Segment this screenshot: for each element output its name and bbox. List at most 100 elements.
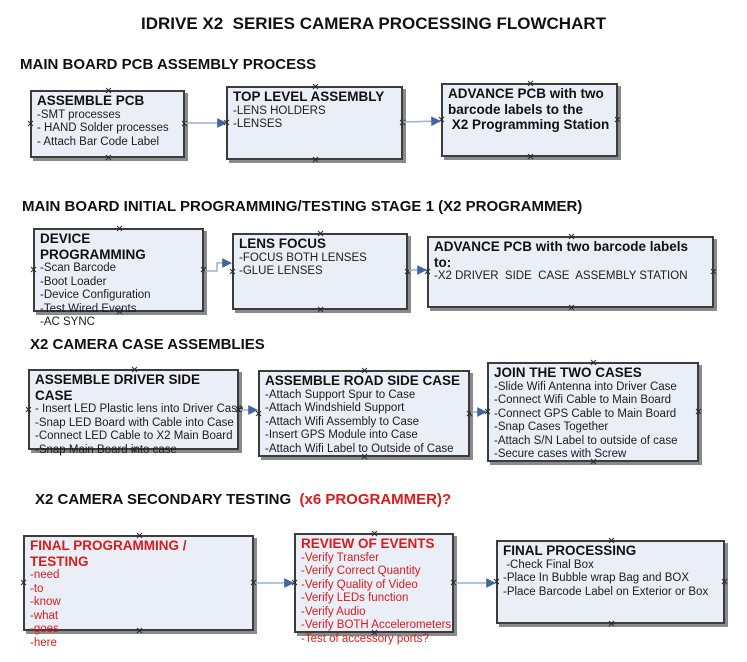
connection-x-icon [484,408,491,415]
connection-x-icon [255,410,262,417]
section-heading-case-assemblies: X2 CAMERA CASE ASSEMBLIES [30,336,265,353]
flow-box-top-level-assembly: TOP LEVEL ASSEMBLY -LENS HOLDERS -LENSES [226,86,403,160]
connection-x-icon [608,620,615,627]
connection-x-icon [710,268,717,275]
box-item: -need [30,569,60,581]
box-item: -Secure cases with Screw [494,448,627,460]
flow-box-join-the-two-cases: JOIN THE TWO CASES -Slide Wifi Antenna i… [487,362,699,462]
flow-arrow [402,116,441,127]
box-item: -Slide Wifi Antenna into Driver Case [494,380,677,393]
box-title: REVIEW OF EVENTS [301,536,435,551]
box-title: FINAL PROGRAMMING / TESTING [30,538,191,569]
box-item: -LENSES [233,118,283,130]
box-item: -goes [30,623,59,635]
box-item: -Attach S/N Label to outside of case [494,434,678,447]
box-item: -Attach Wifi Assembly to Case [265,415,420,428]
flow-box-advance-pcb-case-assembly: ADVANCE PCB with two barcode labels to: … [427,236,714,308]
box-item: -know [30,596,61,608]
box-item: -AC SYNC [40,316,95,328]
connection-x-icon [493,578,500,585]
connection-x-icon [399,119,406,126]
box-title: ADVANCE PCB with two barcode labels to t… [448,86,610,132]
connection-x-icon [527,153,534,160]
box-item: -Place In Bubble wrap Bag and BOX [503,572,690,584]
box-title: ASSEMBLE DRIVER SIDE CASE [35,372,204,403]
box-item: -Verify Correct Quantity [301,565,421,577]
box-item: -Attach Support Spur to Case [265,388,416,401]
box-item: -Check Final Box [503,558,594,571]
connection-x-icon [105,154,112,161]
flow-box-device-programming: DEVICE PROGRAMMING -Scan Barcode -Boot L… [30,228,207,328]
box-item: - Insert LED Plastic lens into Driver Ca… [35,403,244,415]
box-item: -GLUE LENSES [239,265,323,277]
flow-box-advance-pcb-programming-station: ADVANCE PCB with two barcode labels to t… [441,83,618,157]
box-item: -Test of accessory ports? [301,632,429,645]
box-item: -Place Barcode Label on Exterior or Box [503,585,709,598]
box-item: -Connect Wifi Cable to Main Board [494,394,672,406]
connection-x-icon [229,268,236,275]
box-item: -Verify LEDs function [301,592,409,604]
box-title: LENS FOCUS [239,236,327,251]
connection-x-icon [223,119,230,126]
box-item: -Test Wired Events [40,302,137,315]
flow-box-review-of-events: REVIEW OF EVENTS -Verify Transfer -Verif… [291,533,457,645]
connection-x-icon [181,120,188,127]
connection-x-icon [424,268,431,275]
box-title: ASSEMBLE PCB [37,93,145,108]
connection-x-icon [317,306,324,313]
section-heading-pcb-assembly: MAIN BOARD PCB ASSEMBLY PROCESS [20,56,317,73]
section-heading-secondary-testing: X2 CAMERA SECONDARY TESTING (x6 PROGRAMM… [35,491,451,508]
box-item: -what [30,609,59,622]
flow-box-assemble-driver-side-case: ASSEMBLE DRIVER SIDE CASE - Insert LED P… [25,369,244,456]
box-item: -Attach Windshield Support [265,402,405,414]
box-item: -Connect GPS Cable to Main Board [494,407,677,420]
box-item: -Verify Audio [301,605,366,618]
section-heading-black-part: X2 CAMERA SECONDARY TESTING [35,491,292,508]
box-item: -Device Configuration [40,289,151,301]
box-item: - HAND Solder processes [37,122,169,134]
connection-x-icon [27,120,34,127]
flow-box-final-processing: FINAL PROCESSING -Check Final Box -Place… [496,540,725,624]
connection-x-icon [30,266,37,273]
connection-x-icon [312,156,319,163]
box-item: -Attach Wifi Label to Outside of Case [265,442,454,455]
flow-box-lens-focus: LENS FOCUS -FOCUS BOTH LENSES -GLUE LENS… [232,233,408,310]
section-heading-red-part: (x6 PROGRAMMER)? [291,491,452,508]
page-title: IDRIVE X2 SERIES CAMERA PROCESSING FLOWC… [140,14,607,33]
connection-x-icon [250,579,257,586]
box-item: -Verify BOTH Accelerometers [301,619,452,631]
connection-x-icon [438,116,445,123]
connection-x-icon [200,266,207,273]
box-item: -Snap Main Board into case [35,443,177,456]
box-item: -Scan Barcode [40,262,117,274]
box-item: -LENS HOLDERS [233,104,326,117]
box-item: -Boot Loader [40,275,107,288]
box-item: -X2 DRIVER SIDE CASE ASSEMBLY STATION [434,270,688,282]
box-item: -Verify Transfer [301,551,379,564]
flow-box-assemble-pcb: ASSEMBLE PCB -SMT processes - HAND Solde… [30,90,185,158]
box-title: DEVICE PROGRAMMING [40,231,146,262]
section-heading-initial-programming: MAIN BOARD INITIAL PROGRAMMING/TESTING S… [22,198,583,215]
flow-box-final-programming-testing: FINAL PROGRAMMING / TESTING -need -to -k… [23,535,257,649]
box-item: -here [30,636,57,649]
connection-x-icon [291,579,298,586]
box-title: ADVANCE PCB with two barcode labels to: [434,239,692,270]
connection-x-icon [614,116,621,123]
box-item: -SMT processes [37,108,121,121]
box-title: FINAL PROCESSING [503,543,637,558]
connection-x-icon [695,408,702,415]
flow-arrow [205,258,232,272]
box-item: -to [30,582,44,595]
connection-x-icon [721,578,728,585]
box-title: ASSEMBLE ROAD SIDE CASE [265,373,461,388]
box-item: -Snap LED Board with Cable into Case [35,416,234,429]
connection-x-icon [466,410,473,417]
box-item: -Insert GPS Module into Case [265,429,418,441]
box-item: - Attach Bar Code Label [37,135,160,148]
connection-x-icon [25,406,32,413]
box-item: -Verify Quality of Video [301,578,418,591]
box-item: -Snap Cases Together [494,421,609,433]
connection-x-icon [404,268,411,275]
connection-x-icon [450,579,457,586]
